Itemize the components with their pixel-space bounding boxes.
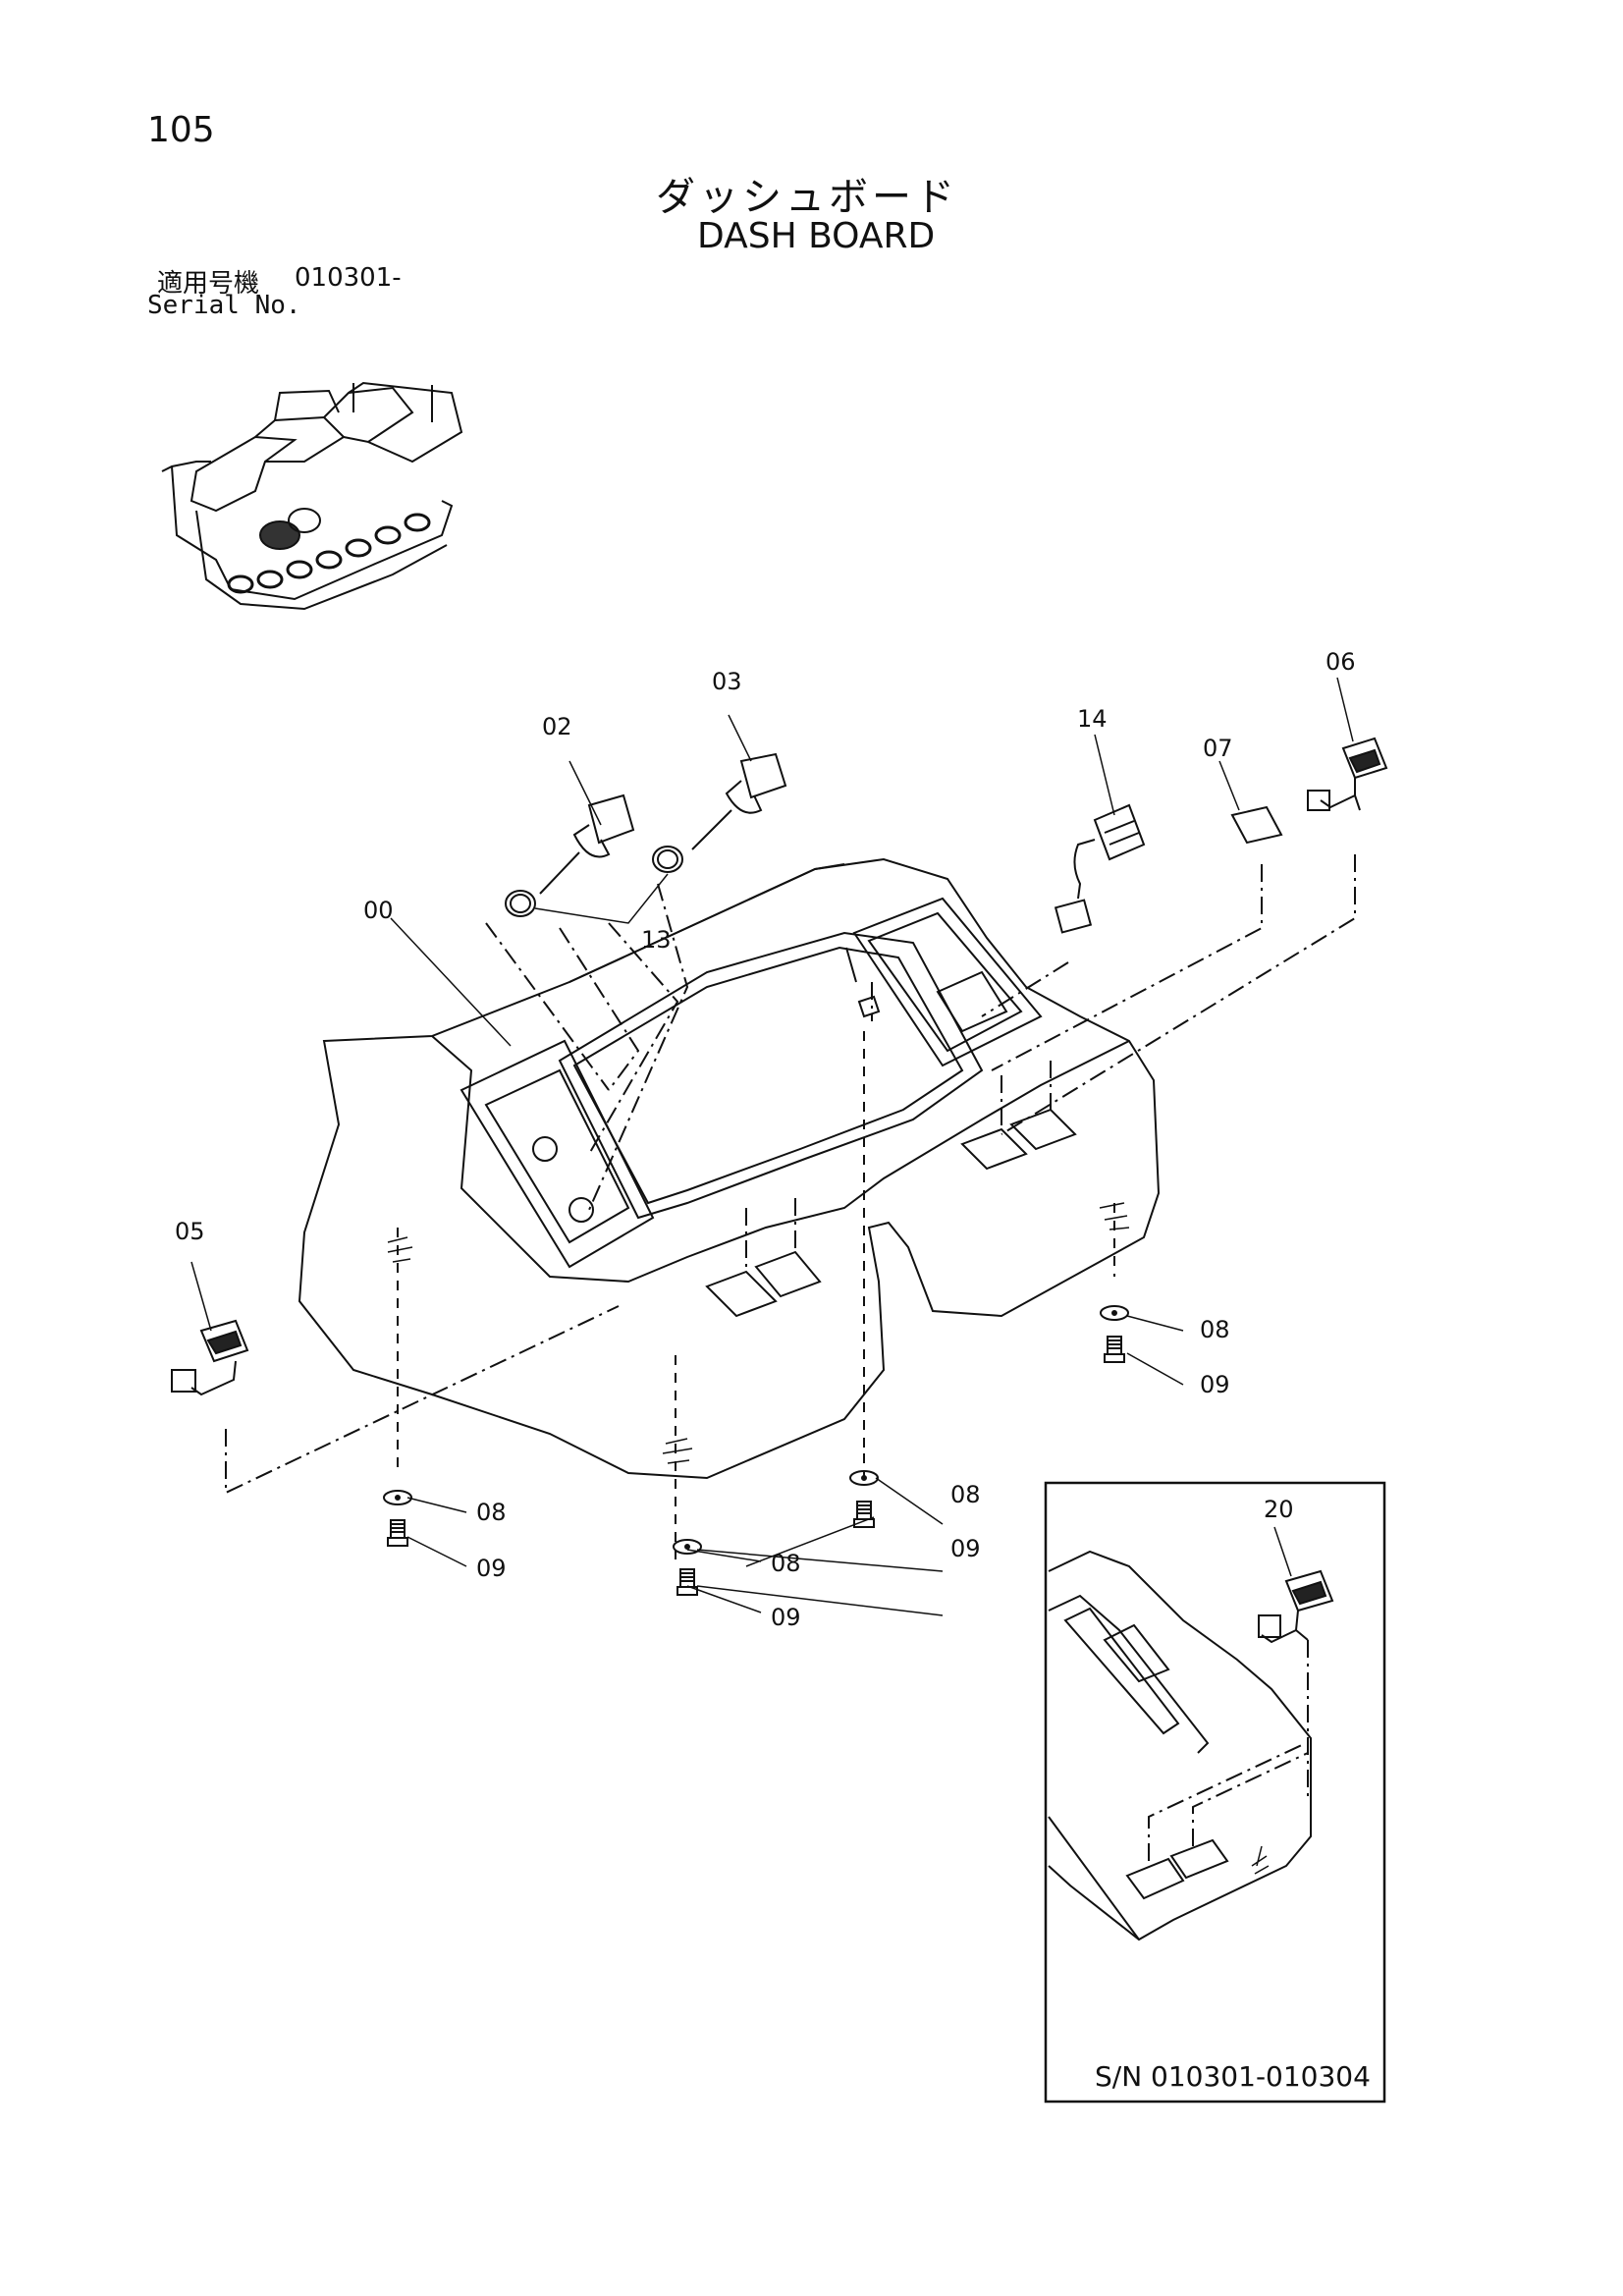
serial-label-japanese: 適用号機 xyxy=(157,269,260,299)
serial-label-english: Serial No. xyxy=(147,291,301,320)
pilot-lamp-03 xyxy=(652,752,787,873)
callout-03: 03 xyxy=(712,668,742,695)
bolt-hole-marks xyxy=(387,1202,1130,1464)
switch-06 xyxy=(1307,737,1388,811)
leader-lines xyxy=(225,854,1356,1495)
washers xyxy=(383,1305,1129,1555)
callout-02: 02 xyxy=(542,713,572,740)
bolts xyxy=(387,1336,1125,1596)
title-japanese: ダッシュボード xyxy=(656,175,958,220)
fastener-axes xyxy=(397,1031,1115,1561)
inset-serial-range: S/N 010301-010304 xyxy=(1095,2060,1371,2093)
callout-06: 06 xyxy=(1325,648,1356,676)
pilot-lamp-02 xyxy=(505,793,635,917)
callout-08-mid: 08 xyxy=(950,1481,981,1508)
callout-05: 05 xyxy=(175,1218,205,1245)
inset-box xyxy=(1044,1481,1386,2104)
callout-leaders xyxy=(190,677,1354,1616)
callout-labels: 02 03 14 07 06 00 13 05 08 09 08 09 08 0… xyxy=(175,648,1356,1631)
callout-09-center: 09 xyxy=(771,1604,801,1631)
callout-08-right: 08 xyxy=(1200,1316,1230,1343)
callout-08-left: 08 xyxy=(476,1499,507,1526)
callout-09-mid: 09 xyxy=(950,1535,981,1562)
dash-board-body xyxy=(298,857,1161,1480)
callout-14: 14 xyxy=(1077,705,1108,733)
machine-thumbnail xyxy=(161,381,463,611)
callout-20: 20 xyxy=(1264,1496,1294,1523)
callout-13: 13 xyxy=(641,926,672,954)
switch-05 xyxy=(171,1319,249,1396)
callout-09-left: 09 xyxy=(476,1555,507,1582)
callout-00: 00 xyxy=(363,897,394,924)
decal-07 xyxy=(1230,805,1283,845)
callout-09-right: 09 xyxy=(1200,1371,1230,1398)
callout-08-center: 08 xyxy=(771,1550,801,1577)
page-number: 105 xyxy=(147,110,215,150)
title-english: DASH BOARD xyxy=(697,216,936,256)
callout-07: 07 xyxy=(1203,735,1233,762)
connector-14 xyxy=(1054,803,1146,934)
serial-value: 010301- xyxy=(295,263,402,293)
